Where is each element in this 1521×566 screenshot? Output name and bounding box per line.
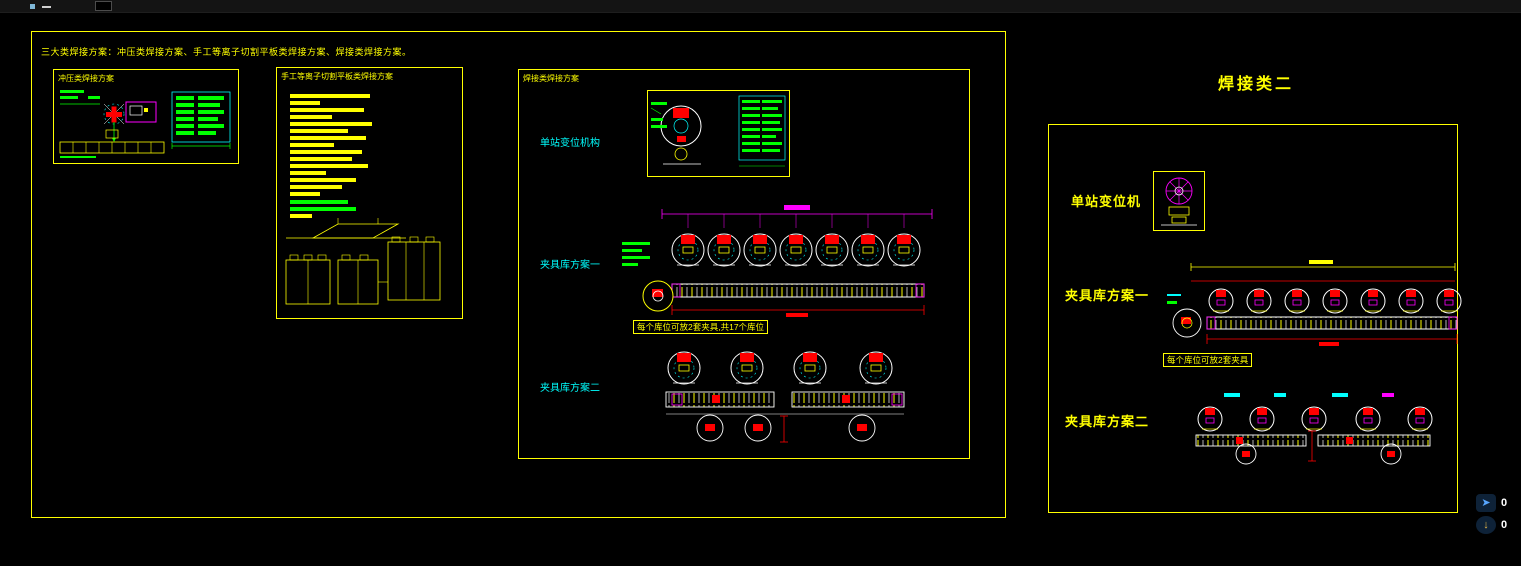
counter-bottom-value: 0 <box>1501 519 1508 531</box>
panel-welding[interactable]: 焊接类焊接方案 单站变位机构 <box>518 69 970 459</box>
fixture-plan1-label: 夹具库方案一 <box>540 260 600 271</box>
fixture-note-plan1: 每个库位可放2套夹具,共17个库位 <box>633 320 769 334</box>
panel-welding-title: 焊接类焊接方案 <box>523 74 579 83</box>
fixture-plan1-drawing[interactable] <box>620 202 935 324</box>
sheet-header-note: 三大类焊接方案：冲压类焊接方案、手工等离子切割平板类焊接方案、焊接类焊接方案。 <box>41 47 412 57</box>
station-drawing-box-right[interactable] <box>1153 171 1205 231</box>
fixture-row <box>671 233 921 267</box>
app-icon[interactable] <box>30 4 35 9</box>
stamping-drawing[interactable] <box>56 86 236 162</box>
counter-bottom[interactable]: ↓ 0 <box>1476 514 1507 536</box>
fixture-plan2-drawing[interactable] <box>652 344 922 449</box>
station-label-right: 单站变位机 <box>1071 194 1142 209</box>
panel-plasma[interactable]: 手工等离子切割平板类焊接方案 <box>276 67 463 319</box>
cutting-table-drawing <box>285 218 441 305</box>
toolbar-swatch[interactable] <box>95 1 112 11</box>
overlay-counters: ➤ 0 ↓ 0 <box>1476 492 1507 536</box>
arrow-down-icon: ↓ <box>1476 516 1496 534</box>
fixture-note-plan1-right: 每个库位可放2套夹具 <box>1163 353 1253 367</box>
station-drawing[interactable] <box>649 92 788 175</box>
fixture-plan2-label: 夹具库方案二 <box>540 383 600 394</box>
station-drawing-right[interactable] <box>1155 173 1203 229</box>
cursor-icon: ➤ <box>1476 494 1496 512</box>
menu-glyph[interactable] <box>42 6 51 8</box>
fixture-plan1-label-right: 夹具库方案一 <box>1065 288 1150 303</box>
panel-plasma-title: 手工等离子切割平板类焊接方案 <box>281 72 393 81</box>
window-topbar <box>0 0 1521 13</box>
fixture-row <box>1208 288 1462 314</box>
sheet-right-title: 焊接类二 <box>1217 76 1294 93</box>
fixture-rack <box>671 283 925 298</box>
panel-stamping-title: 冲压类焊接方案 <box>58 74 114 83</box>
fixture-plan1-drawing-right[interactable] <box>1159 259 1462 354</box>
drawing-sheet-right: 单站变位机 夹具库方案一 <box>1048 124 1462 513</box>
spec-text-lines <box>290 94 372 218</box>
fixture-row <box>667 351 893 385</box>
fixture-plan2-label-right: 夹具库方案二 <box>1065 414 1150 429</box>
counter-top-value: 0 <box>1501 497 1508 509</box>
fixture-rack <box>1206 316 1458 330</box>
panel-stamping[interactable]: 冲压类焊接方案 <box>53 69 239 164</box>
station-drawing-box[interactable] <box>647 90 790 177</box>
station-label: 单站变位机构 <box>540 138 600 149</box>
fixture-row <box>1197 406 1433 432</box>
fixture-plan2-drawing-right[interactable] <box>1186 391 1446 466</box>
plasma-drawing[interactable] <box>278 92 461 316</box>
drawing-sheet-main: 三大类焊接方案：冲压类焊接方案、手工等离子切割平板类焊接方案、焊接类焊接方案。 … <box>31 31 1006 518</box>
counter-top[interactable]: ➤ 0 <box>1476 492 1507 514</box>
